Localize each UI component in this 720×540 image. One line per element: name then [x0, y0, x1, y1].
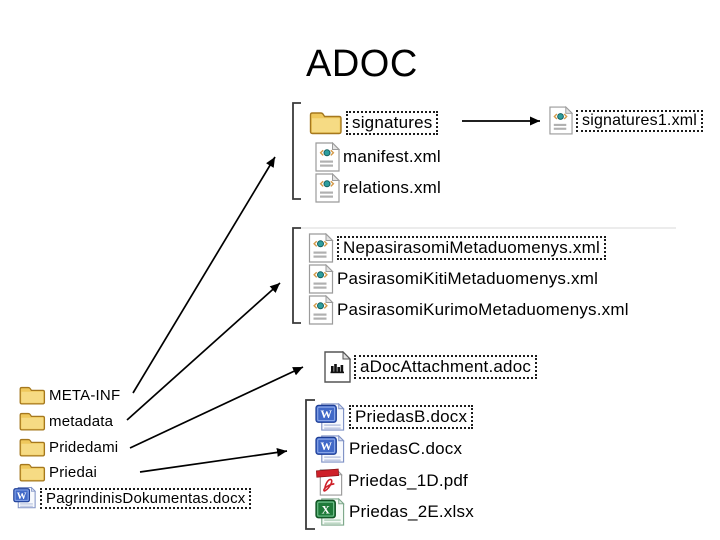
xml-file-icon [315, 172, 340, 203]
file-item-label: PasirasomiKurimoMetaduomenys.xml [337, 299, 629, 319]
file-item-label: relations.xml [343, 177, 442, 197]
file-item-label: PasirasomiKitiMetaduomenys.xml [337, 268, 599, 288]
arrow-metainf-to-group [132, 156, 276, 394]
file-item-label: NepasirasomiMetaduomenys.xml [337, 235, 606, 260]
file-item-label: aDocAttachment.adoc [354, 355, 538, 379]
folder-icon [19, 438, 46, 457]
word-file-icon: W [13, 486, 37, 509]
pdf-file-icon [316, 468, 343, 496]
file-item-manifest-xml: manifest.xml [315, 141, 441, 172]
xml-file-icon [308, 263, 334, 294]
folder-item-label: META-INF [49, 387, 121, 404]
file-item-priedas1d: Priedas_1D.pdf [315, 465, 468, 497]
group-bracket-metadata [292, 227, 301, 324]
word-letter: W [17, 491, 27, 502]
file-item-relations-xml: relations.xml [315, 172, 441, 203]
xml-file-icon [308, 232, 334, 263]
file-item-label: signatures [346, 110, 439, 135]
folder-item-label: Priedai [49, 464, 98, 481]
page-title: ADOC [306, 43, 418, 85]
word-file-icon: W [315, 402, 345, 431]
file-item-nepasirasomi: NepasirasomiMetaduomenys.xml [308, 232, 606, 263]
excel-letter: X [321, 503, 330, 516]
xml-file-icon [308, 294, 334, 325]
file-item-label: PriedasC.docx [349, 439, 463, 458]
word-letter: W [320, 408, 332, 421]
file-item-priedas2e: X Priedas_2E.xlsx [315, 496, 474, 528]
folder-item-metadata: metadata [19, 410, 113, 433]
xml-file-icon [315, 141, 340, 172]
file-item-label: PagrindinisDokumentas.docx [40, 487, 252, 509]
file-item-pagrindinisdokumentas: W PagrindinisDokumentas.docx [13, 485, 252, 511]
word-file-icon: W [315, 434, 345, 463]
arrow-pridedami-to-attachment [129, 366, 304, 449]
folder-icon [309, 111, 342, 134]
folder-item-pridedami: Pridedami [19, 436, 118, 459]
arrow-priedai-to-group [139, 447, 288, 473]
file-item-label: PriedasB.docx [349, 405, 474, 429]
xml-file-icon [549, 106, 573, 135]
folder-item-meta-inf: META-INF [19, 384, 120, 407]
file-item-label: manifest.xml [343, 146, 441, 166]
group-bracket-priedai [305, 399, 315, 530]
file-item-signatures1-xml: signatures1.xml [549, 105, 704, 136]
folder-item-label: Pridedami [49, 439, 119, 456]
folder-item-label: metadata [49, 413, 114, 430]
file-item-priedasb: W PriedasB.docx [315, 401, 474, 433]
group-bracket-meta-inf [292, 102, 301, 200]
word-letter: W [320, 440, 332, 453]
folder-item-priedai: Priedai [19, 461, 97, 484]
file-item-label: signatures1.xml [576, 109, 704, 132]
file-item-signatures: signatures [309, 107, 439, 138]
folder-icon [19, 463, 46, 482]
folder-icon [19, 412, 46, 431]
file-item-label: Priedas_2E.xlsx [349, 502, 474, 521]
adoc-file-icon [324, 351, 351, 383]
file-item-adocattachment: aDocAttachment.adoc [324, 351, 538, 383]
arrow-metadata-to-group [126, 282, 281, 421]
folder-icon [19, 386, 46, 405]
file-item-priedasc: W PriedasC.docx [315, 433, 462, 465]
excel-file-icon: X [315, 497, 345, 526]
file-item-pasirasomikurimo: PasirasomiKurimoMetaduomenys.xml [308, 294, 629, 325]
file-item-label: Priedas_1D.pdf [348, 471, 468, 490]
file-item-pasirasomikiti: PasirasomiKitiMetaduomenys.xml [308, 263, 598, 294]
